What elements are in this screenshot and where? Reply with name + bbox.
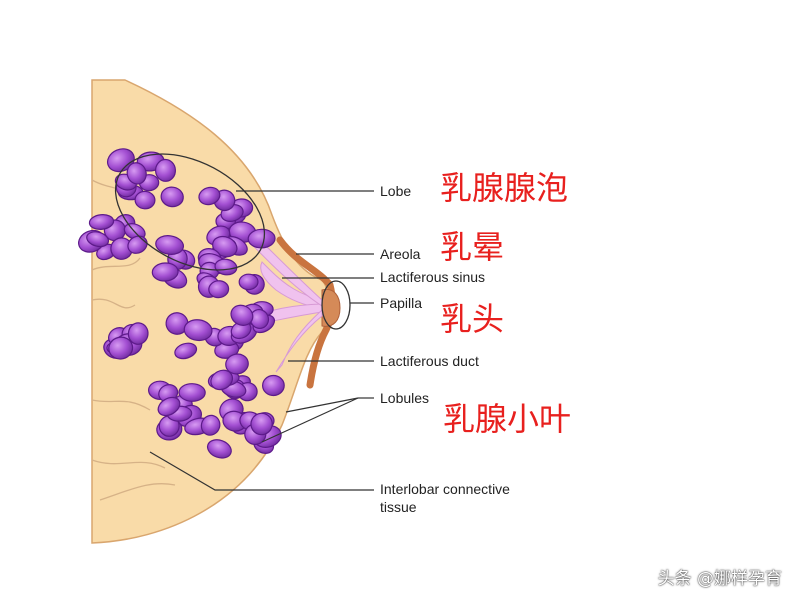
lobule-sac	[155, 159, 176, 182]
lobule-sac	[179, 383, 206, 401]
label-lobules: Lobules	[380, 390, 429, 406]
lobule-sac	[239, 274, 258, 290]
label-lactiferous-sinus: Lactiferous sinus	[380, 269, 485, 285]
watermark: 头条 @娜样孕育	[658, 564, 782, 589]
leader-lobules-3	[286, 398, 358, 412]
cn-label-papilla: 乳头	[440, 300, 504, 338]
label-papilla: Papilla	[380, 295, 422, 311]
cn-label-areola: 乳晕	[440, 228, 504, 266]
label-lactiferous-duct: Lactiferous duct	[380, 353, 479, 369]
label-lobe: Lobe	[380, 183, 411, 199]
papilla	[322, 289, 340, 326]
lobule-sac	[248, 229, 275, 249]
label-areola: Areola	[380, 246, 421, 262]
cn-label-lobules: 乳腺小叶	[443, 400, 571, 438]
label-interlobar-line1: Interlobar connective	[380, 481, 510, 497]
lobule-sac	[262, 375, 284, 396]
label-interlobar-line2: tissue	[380, 499, 417, 515]
cn-label-lobe: 乳腺腺泡	[440, 169, 568, 207]
lobule-sac	[135, 191, 156, 209]
